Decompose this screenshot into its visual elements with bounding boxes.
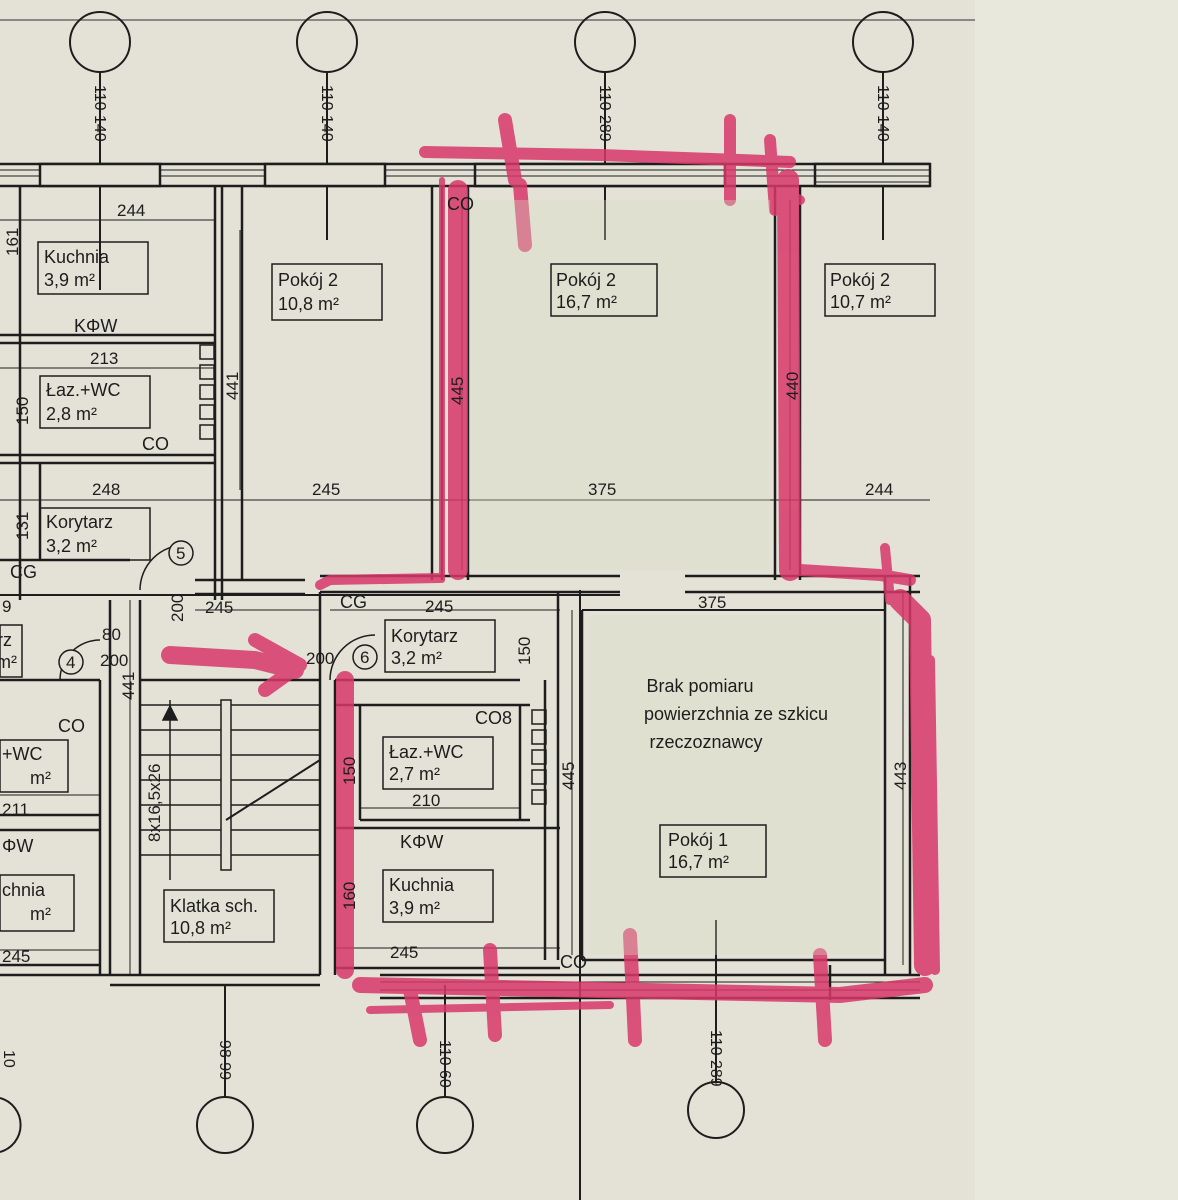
door-number: 5: [176, 544, 185, 563]
dimension-label: 245: [205, 598, 233, 617]
room-name: tarz: [0, 630, 12, 650]
paper-margin: [975, 0, 1178, 1200]
note-line-1: Brak pomiaru: [646, 676, 753, 696]
axis-label: 110 60: [436, 1040, 453, 1088]
room-name: Łaz.+WC: [389, 742, 464, 762]
room-name: Kuchnia: [389, 875, 455, 895]
dimension-label: 441: [223, 372, 242, 400]
symbol-kw: KΦW: [74, 316, 117, 336]
ventilation-ducts: [199, 344, 547, 805]
room-name: Pokój 2: [278, 270, 338, 290]
axis-markers-bottom: [0, 590, 745, 1200]
staircase-steps: [140, 699, 321, 880]
symbol-co: CO: [560, 952, 587, 972]
highlight-tint: [590, 615, 880, 955]
symbol-co: CO: [447, 194, 474, 214]
dimension-label: 248: [92, 480, 120, 499]
dimension-label: 445: [559, 762, 578, 790]
symbol-co: CO: [142, 434, 169, 454]
room-area: m²: [0, 652, 17, 672]
dimension-label: 245: [390, 943, 418, 962]
dimension-label: 375: [698, 593, 726, 612]
axis-label: 98 99: [216, 1040, 233, 1080]
dimension-label: 200: [306, 649, 334, 668]
dimension-label: 213: [90, 349, 118, 368]
door-number: 6: [360, 648, 369, 667]
dimension-label: 440: [783, 372, 802, 400]
stair-dimension-label: 8x16,5x26: [145, 764, 164, 842]
room-label-boxes: [0, 241, 936, 943]
room-area: 3,2 m²: [46, 536, 97, 556]
dimension-label: 441: [119, 672, 138, 700]
room-area: 3,2 m²: [391, 648, 442, 668]
room-area: 10,8 m²: [170, 918, 231, 938]
dimension-label: 150: [13, 397, 32, 425]
axis-label: 110 140: [91, 85, 108, 142]
axis-label: 10: [0, 1050, 17, 1068]
room-area: m²: [30, 904, 51, 924]
symbol-cg: CG: [340, 592, 367, 612]
symbol-kw: ΦW: [2, 836, 33, 856]
axis-label: 110 289: [707, 1030, 724, 1087]
dimension-label: 200: [100, 651, 128, 670]
dimension-label: 150: [515, 637, 534, 665]
room-name: Pokój 2: [556, 270, 616, 290]
note-line-2: powierzchnia ze szkicu: [644, 704, 828, 724]
dimension-label: 150: [340, 757, 359, 785]
room-area: 10,7 m²: [830, 292, 891, 312]
room-name: Pokój 1: [668, 830, 728, 850]
symbol-cg: CG: [10, 562, 37, 582]
axis-markers-top: [69, 11, 914, 290]
room-name: Kuchnia: [44, 247, 110, 267]
dimension-label: 245: [2, 947, 30, 966]
dimension-label: 245: [425, 597, 453, 616]
door-number: 4: [66, 653, 75, 672]
door-markers: [58, 540, 378, 675]
highlight-tint: [470, 200, 770, 570]
room-area: m²: [30, 768, 51, 788]
dimension-label: 161: [3, 228, 22, 256]
room-area: 2,7 m²: [389, 764, 440, 784]
symbol-co: CO: [58, 716, 85, 736]
room-area: 3,9 m²: [44, 270, 95, 290]
dimension-label: 200: [168, 594, 187, 622]
symbol-kw: KΦW: [400, 832, 443, 852]
dimension-label: 245: [312, 480, 340, 499]
room-name: Korytarz: [391, 626, 458, 646]
room-name: +WC: [2, 744, 43, 764]
room-area: 3,9 m²: [389, 898, 440, 918]
dimension-label: 244: [117, 201, 145, 220]
dimension-label: 210: [412, 791, 440, 810]
symbol-co: CO8: [475, 708, 512, 728]
axis-labels-bottom: 98 99 110 60 110 289 10: [0, 1030, 724, 1088]
room-area: 2,8 m²: [46, 404, 97, 424]
dimension-label: 445: [448, 377, 467, 405]
room-name: Korytarz: [46, 512, 113, 532]
axis-label: 110 140: [318, 85, 335, 142]
dimension-label: 211: [2, 800, 29, 819]
room-name: Pokój 2: [830, 270, 890, 290]
axis-labels-top: 110 140 110 140 110 289 110 140: [91, 85, 891, 142]
dimension-label: 375: [588, 480, 616, 499]
dimension-label: 131: [13, 512, 32, 540]
axis-label: 110 140: [874, 85, 891, 142]
dimension-label: 443: [891, 762, 910, 790]
dimension-label: 244: [865, 480, 893, 499]
room-area: 16,7 m²: [668, 852, 729, 872]
room-name: chnia: [2, 880, 46, 900]
highlight-marks: [161, 113, 940, 1047]
room-name: Łaz.+WC: [46, 380, 121, 400]
dimension-label: 80: [102, 625, 121, 644]
note-line-3: rzeczoznawcy: [649, 732, 762, 752]
dimension-label: 9: [2, 597, 11, 616]
room-name: Klatka sch.: [170, 896, 258, 916]
room-area: 10,8 m²: [278, 294, 339, 314]
room-area: 16,7 m²: [556, 292, 617, 312]
dimension-label: 160: [340, 882, 359, 910]
axis-label: 110 289: [596, 85, 613, 142]
